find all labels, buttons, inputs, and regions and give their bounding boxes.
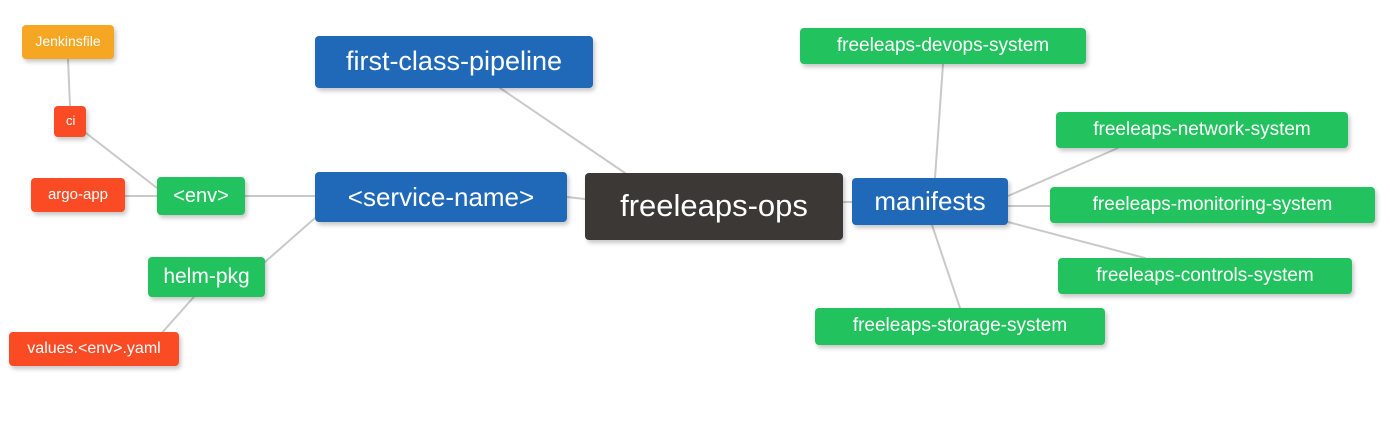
node-label-manifests: manifests	[874, 186, 986, 217]
node-label-ci: ci	[66, 113, 76, 129]
edge-manifests-to-freeleaps-storage-system	[931, 224, 961, 309]
node-label-freeleaps-devops-system: freeleaps-devops-system	[836, 34, 1050, 56]
edge-service-name-to-helm-pkg	[264, 217, 316, 263]
edge-manifests-to-freeleaps-controls-system	[1007, 221, 1146, 259]
node-label-jenkinsfile: Jenkinsfile	[35, 33, 101, 50]
node-freeleaps-network-system[interactable]: freeleaps-network-system	[1056, 112, 1348, 148]
node-values-yaml[interactable]: values.<env>.yaml	[9, 332, 179, 366]
node-argo-app[interactable]: argo-app	[31, 178, 125, 212]
node-jenkinsfile[interactable]: Jenkinsfile	[22, 25, 114, 59]
node-label-freeleaps-network-system: freeleaps-network-system	[1093, 118, 1311, 140]
node-label-freeleaps-storage-system: freeleaps-storage-system	[852, 315, 1068, 337]
node-label-service-name: <service-name>	[347, 181, 535, 212]
node-label-env: <env>	[173, 185, 229, 207]
node-helm-pkg[interactable]: helm-pkg	[148, 257, 265, 297]
edge-manifests-to-freeleaps-devops-system	[934, 63, 944, 179]
node-manifests[interactable]: manifests	[852, 178, 1008, 225]
node-label-freeleaps-ops: freeleaps-ops	[620, 188, 808, 224]
node-label-values-yaml: values.<env>.yaml	[27, 340, 161, 358]
edge-service-name-to-freeleaps-ops	[566, 196, 586, 200]
node-freeleaps-devops-system[interactable]: freeleaps-devops-system	[800, 28, 1086, 64]
node-freeleaps-controls-system[interactable]: freeleaps-controls-system	[1058, 258, 1352, 294]
node-label-freeleaps-monitoring-system: freeleaps-monitoring-system	[1092, 193, 1333, 215]
node-ci[interactable]: ci	[54, 106, 86, 137]
node-freeleaps-storage-system[interactable]: freeleaps-storage-system	[815, 308, 1105, 345]
node-label-freeleaps-controls-system: freeleaps-controls-system	[1096, 264, 1314, 286]
edge-first-class-pipeline-to-freeleaps-ops	[499, 87, 626, 174]
node-service-name[interactable]: <service-name>	[315, 172, 567, 222]
node-first-class-pipeline[interactable]: first-class-pipeline	[315, 36, 593, 88]
node-label-argo-app: argo-app	[47, 185, 109, 203]
node-label-first-class-pipeline: first-class-pipeline	[345, 46, 563, 77]
node-label-helm-pkg: helm-pkg	[163, 265, 250, 289]
node-freeleaps-monitoring-system[interactable]: freeleaps-monitoring-system	[1050, 187, 1375, 223]
node-freeleaps-ops[interactable]: freeleaps-ops	[585, 173, 843, 240]
edge-jenkinsfile-to-ci	[67, 58, 71, 107]
node-env[interactable]: <env>	[157, 177, 245, 215]
